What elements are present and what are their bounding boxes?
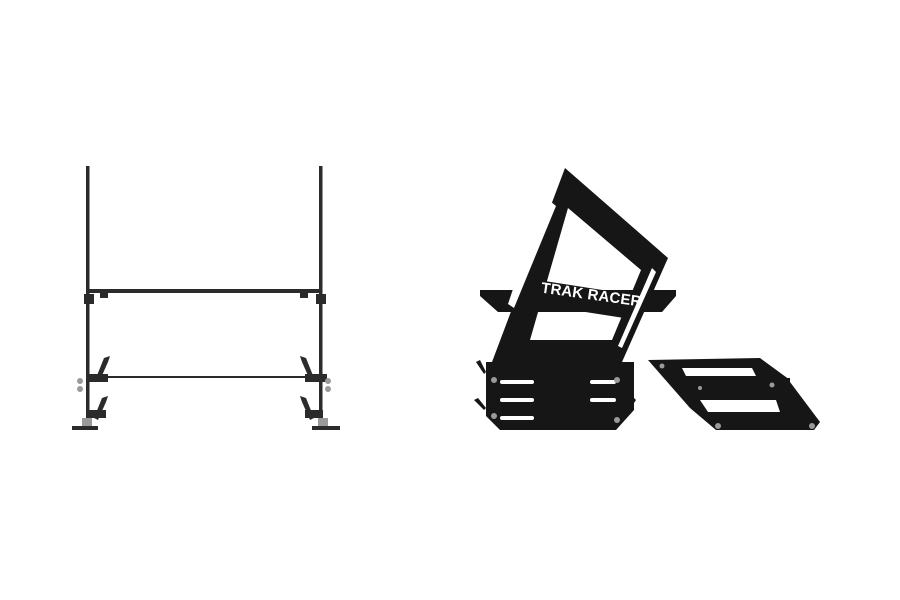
seat-bracket <box>474 168 676 430</box>
side-frame-assembly <box>72 166 340 430</box>
brand-band <box>534 280 628 318</box>
mounting-plate <box>648 358 820 430</box>
tilted-upright <box>492 168 668 362</box>
left-foot <box>72 426 98 430</box>
right-foot <box>312 426 340 430</box>
bracket-base <box>486 362 634 430</box>
lower-rod <box>89 376 320 378</box>
plate-body <box>648 358 820 430</box>
top-crossbar <box>89 289 320 293</box>
